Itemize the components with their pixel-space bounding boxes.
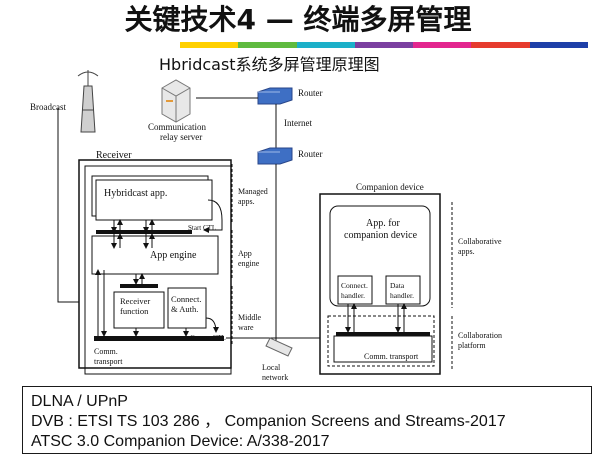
receiver-function-label-2: function — [120, 306, 149, 316]
local-network-label-1: Local — [262, 363, 281, 372]
data-handler-box — [385, 275, 421, 305]
connect-auth-label-2: & Auth. — [171, 304, 198, 314]
start-ctl-arrow — [203, 199, 223, 233]
router-icon — [257, 147, 293, 165]
comm-ctl-label: Comm. CTL — [190, 334, 226, 342]
receiver-box-shadow — [84, 165, 232, 375]
network-hub-icon — [265, 337, 293, 357]
start-ctl-label: Start CTL — [188, 224, 216, 232]
managed-apps-label-2: apps. — [238, 197, 255, 206]
internal-arrows — [95, 219, 189, 337]
comm-transport-companion-box — [333, 335, 433, 363]
architecture-diagram: Broadcast Communication relay server Rou… — [30, 70, 502, 382]
receiver-function-label-1: Receiver — [120, 296, 150, 306]
collaborative-apps-label-2: apps. — [458, 247, 475, 256]
broadcast-label: Broadcast — [30, 102, 66, 112]
middleware-label-1: Middle — [238, 313, 262, 322]
connect-handler-box — [337, 275, 373, 305]
collaborative-apps-label-1: Collaborative — [458, 237, 502, 246]
connect-handler-label-1: Connect. — [341, 281, 368, 290]
api-bar — [120, 284, 158, 288]
hybridcast-app-label: Hybridcast app. — [104, 188, 167, 199]
app-engine-side-label-2: engine — [238, 259, 260, 268]
standards-box: DLNA / UPnP DVB : ETSI TS 103 286 ， Comp… — [22, 386, 592, 454]
connect-auth-label-1: Connect. — [171, 294, 201, 304]
relay-server-label-1: Communication — [148, 122, 206, 132]
connect-auth-box — [167, 287, 207, 329]
comm-transport-companion-label: Comm. transport — [364, 352, 419, 361]
app-engine-label: App engine — [150, 250, 197, 261]
standards-line-dlna: DLNA / UPnP — [31, 393, 128, 410]
middleware-label-2: ware — [238, 323, 254, 332]
color-bar-segment — [471, 42, 530, 48]
router-top-label: Router — [298, 88, 323, 98]
hybridcast-app-box-front — [95, 179, 213, 221]
comm-ctl-arrow — [205, 317, 219, 333]
comm-transport-receiver-label-2: transport — [94, 357, 123, 366]
local-network-label-2: network — [262, 373, 288, 382]
comm-transport-receiver-label-1: Comm. — [94, 347, 118, 356]
standards-line-dvb: DVB : ETSI TS 103 286 ， Companion Screen… — [31, 413, 506, 430]
app-engine-box — [91, 235, 219, 275]
collaboration-platform-label-2: platform — [458, 341, 486, 350]
router-bottom-label: Router — [298, 149, 323, 159]
color-bar-segment — [238, 42, 297, 48]
standards-line-atsc: ATSC 3.0 Companion Device: A/338-2017 — [31, 433, 330, 450]
router-icon — [257, 87, 293, 105]
color-bar-segment — [354, 42, 414, 48]
companion-device-label: Companion device — [356, 182, 424, 192]
companion-app-label-1: App. for — [366, 218, 401, 229]
color-bar-segment — [413, 42, 472, 48]
relay-server-label-2: relay server — [160, 132, 202, 142]
companion-arrows — [345, 303, 407, 333]
collaboration-platform-box — [327, 315, 435, 367]
color-bar-segment — [296, 42, 355, 48]
connect-handler-label-2: handler. — [341, 291, 365, 300]
api-bar — [96, 230, 192, 234]
companion-app-label-2: companion device — [344, 230, 418, 241]
broadcast-tower-icon — [77, 70, 99, 133]
collaboration-platform-label-1: Collaboration — [458, 331, 502, 340]
color-bar-segment — [529, 42, 588, 48]
app-engine-side-label-1: App — [238, 249, 252, 258]
api-bar — [336, 332, 430, 336]
diagram-title: Hbridcast系统多屏管理原理图 — [159, 55, 380, 74]
title-color-bar — [180, 42, 588, 48]
relay-server-icon — [161, 79, 191, 123]
api-bar — [94, 336, 224, 341]
receiver-label: Receiver — [96, 150, 132, 161]
managed-apps-label-1: Managed — [238, 187, 268, 196]
data-handler-label-2: handler. — [390, 291, 414, 300]
receiver-function-box — [113, 291, 165, 329]
data-handler-label-1: Data — [390, 281, 405, 290]
color-bar-segment — [180, 42, 239, 48]
internet-label: Internet — [284, 118, 312, 128]
page-title: 关键技术4 — 终端多屏管理 — [124, 3, 472, 36]
